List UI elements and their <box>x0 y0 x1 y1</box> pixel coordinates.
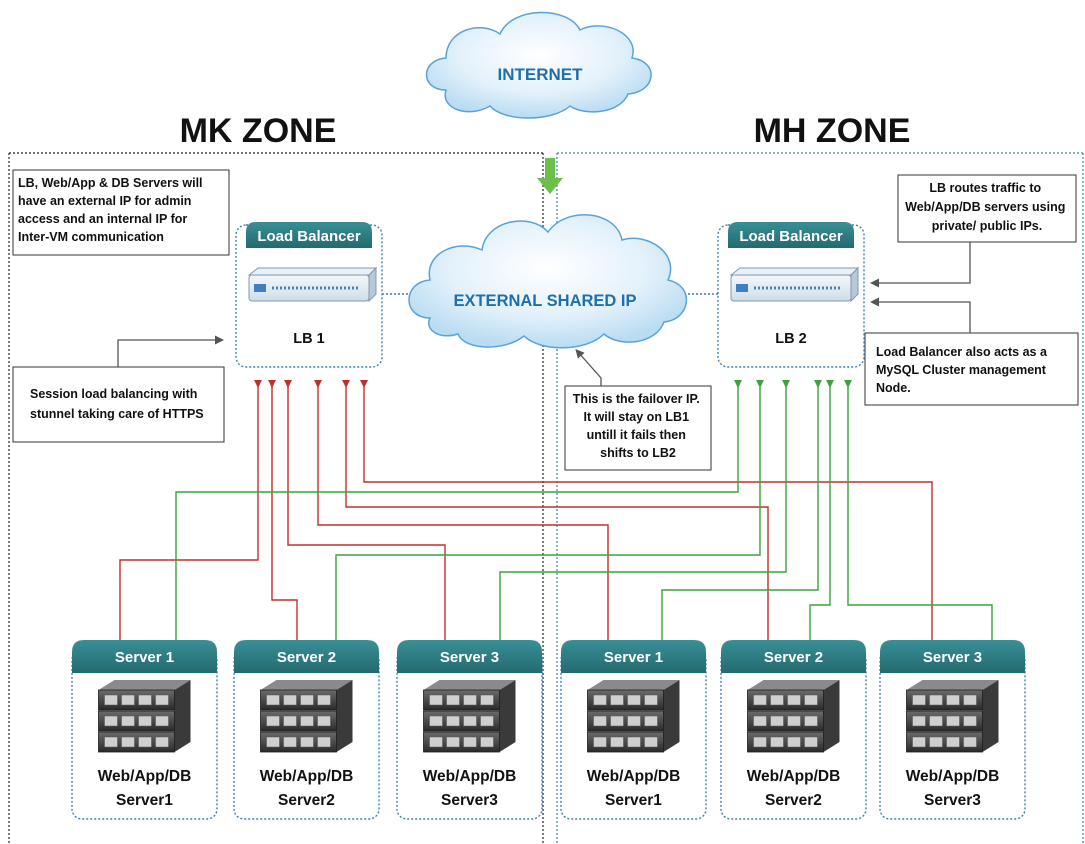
internet-label: INTERNET <box>498 65 584 84</box>
server-name: Server3 <box>924 792 981 809</box>
server-header: Server 3 <box>923 649 982 666</box>
server-header: Server 2 <box>764 649 823 666</box>
routes-note-pointer <box>870 242 971 288</box>
server-role: Web/App/DB <box>906 768 1000 785</box>
server-name: Server2 <box>765 792 822 809</box>
failover-note-line-1: This is the failover IP. <box>573 392 700 406</box>
server-name: Server1 <box>605 792 662 809</box>
failover-note-line-2: It will stay on LB1 <box>583 410 689 424</box>
lb2-to-mh-server3 <box>844 380 996 664</box>
session-note-line-2: stunnel taking care of HTTPS <box>30 407 204 421</box>
ip-note-line-1: LB, Web/App & DB Servers will <box>18 176 203 190</box>
svg-text:LB, Web/App & DB Servers will: LB, Web/App & DB Servers will have an ex… <box>18 176 206 244</box>
switch-icon <box>247 266 378 303</box>
server-header: Server 1 <box>604 649 663 666</box>
server-card: Server 2 Web/App/DB Server2 <box>233 640 380 820</box>
server-role: Web/App/DB <box>98 768 192 785</box>
server-role: Web/App/DB <box>587 768 681 785</box>
server-header: Server 1 <box>115 649 174 666</box>
ip-note-callout: LB, Web/App & DB Servers will have an ex… <box>12 169 230 256</box>
lb2-name: LB 2 <box>775 331 806 347</box>
server-rack-icon <box>906 680 999 753</box>
session-note-line-1: Session load balancing with <box>30 387 197 401</box>
mk-zone-title: MK ZONE <box>180 112 337 150</box>
failover-note-line-4: shifts to LB2 <box>600 446 676 460</box>
session-note-pointer <box>117 335 224 367</box>
mysql-note-line-2: MySQL Cluster management <box>876 363 1047 377</box>
ip-note-line-2: have an external IP for admin <box>18 194 191 208</box>
failover-note-callout: This is the failover IP. It will stay on… <box>564 349 712 471</box>
server-card: Server 1 Web/App/DB Server1 <box>71 640 218 820</box>
lb1-name: LB 1 <box>293 331 324 347</box>
servers-row: Server 1 Web/App/DB Server1 Server 2 Web/App… <box>71 640 1026 820</box>
server-card: Server 1 Web/App/DB Server1 <box>560 640 707 820</box>
routes-note-line-2: Web/App/DB servers using <box>905 200 1065 214</box>
failover-note-line-3: untill it fails then <box>587 428 686 442</box>
server-name: Server2 <box>278 792 335 809</box>
lb2-to-mh-server2 <box>806 380 834 664</box>
server-rack-icon <box>423 680 516 753</box>
server-name: Server3 <box>441 792 498 809</box>
server-rack-icon <box>98 680 191 753</box>
switch-icon <box>729 266 860 303</box>
server-header: Server 3 <box>440 649 499 666</box>
ip-note-line-3: access and an internal IP for <box>18 212 187 226</box>
mysql-note-pointer <box>870 297 971 333</box>
load-balancer-1: Load Balancer LB 1 <box>235 222 383 368</box>
server-role: Web/App/DB <box>747 768 841 785</box>
lb1-to-mk-server3 <box>284 380 449 664</box>
routes-note-line-3: private/ public IPs. <box>932 219 1042 233</box>
session-note-callout: Session load balancing with stunnel taki… <box>12 335 225 443</box>
routes-note-line-1: LB routes traffic to <box>929 181 1041 195</box>
server-role: Web/App/DB <box>260 768 354 785</box>
shared-ip-cloud: EXTERNAL SHARED IP <box>408 214 687 349</box>
lb2-connections <box>172 380 996 664</box>
lb1-header: Load Balancer <box>257 228 361 245</box>
internet-down-arrow <box>537 158 563 194</box>
mysql-note-line-1: Load Balancer also acts as a <box>876 345 1048 359</box>
server-rack-icon <box>260 680 353 753</box>
server-role: Web/App/DB <box>423 768 517 785</box>
load-balancer-2: Load Balancer LB 2 <box>717 222 865 368</box>
server-header: Server 2 <box>277 649 336 666</box>
mh-zone-title: MH ZONE <box>754 112 911 150</box>
routes-note-callout: LB routes traffic to Web/App/DB servers … <box>870 174 1077 288</box>
lb1-to-mk-server2 <box>268 380 301 664</box>
mysql-note-line-3: Node. <box>876 381 911 395</box>
server-card: Server 3 Web/App/DB Server3 <box>396 640 543 820</box>
mysql-note-callout: Load Balancer also acts as a MySQL Clust… <box>864 297 1079 406</box>
server-rack-icon <box>747 680 840 753</box>
internet-cloud: INTERNET <box>425 11 652 119</box>
shared-ip-label: EXTERNAL SHARED IP <box>453 292 636 310</box>
server-name: Server1 <box>116 792 173 809</box>
server-card: Server 3 Web/App/DB Server3 <box>879 640 1026 820</box>
lb2-header: Load Balancer <box>739 228 843 245</box>
server-card: Server 2 Web/App/DB Server2 <box>720 640 867 820</box>
server-rack-icon <box>587 680 680 753</box>
failover-note-pointer <box>575 349 602 386</box>
ip-note-line-4: Inter-VM communication <box>18 230 164 244</box>
svg-text:LB routes traffic to Web: LB routes traffic to Web/App/DB servers … <box>905 181 1069 233</box>
